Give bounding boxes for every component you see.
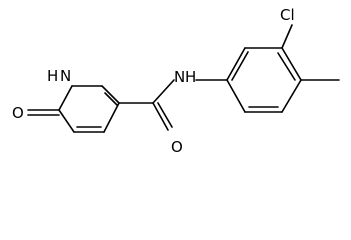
atom-ring-nh: H	[47, 67, 58, 85]
bond-c6-c5	[101, 85, 120, 104]
bond-c3-c2	[58, 109, 75, 133]
bond-amide-c-o	[152, 102, 169, 131]
chemical-structure-diagram: H N O N H O Cl	[12, 6, 340, 155]
atom-chlorine: Cl	[280, 6, 295, 24]
atom-carbonyl-o-left: O	[12, 104, 24, 122]
atom-ring-n: N	[60, 67, 71, 85]
bond-ar1-ar2	[226, 47, 246, 81]
bond-ar4-ar5	[281, 79, 302, 113]
bond-ar3-ar4-double	[277, 52, 296, 81]
bond-ar1-ar2-double	[231, 51, 249, 81]
bond-ar3-ar4	[281, 47, 302, 81]
atom-amide-n: N	[174, 68, 185, 86]
bond-n1-c2	[58, 85, 73, 111]
atom-amide-h: H	[185, 68, 196, 86]
atom-labels: H N O N H O Cl	[12, 6, 295, 155]
atom-carbonyl-o-right: O	[171, 138, 183, 155]
bond-ar3-cl	[281, 24, 293, 49]
bond-c5-c4	[103, 102, 120, 133]
bond-c6-c5-double	[104, 92, 118, 106]
bond-amide-c-n	[152, 79, 175, 104]
bond-set	[27, 24, 340, 133]
bond-ar6-ar1	[226, 79, 246, 113]
bond-amide-c-o-double	[157, 102, 173, 128]
